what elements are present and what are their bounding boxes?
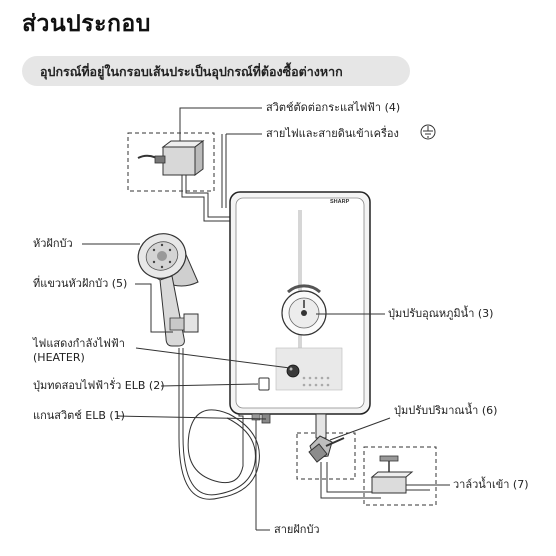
label-flow-knob: ปุ่มปรับปริมาณน้ำ (6) bbox=[394, 404, 498, 417]
shower-handle bbox=[159, 275, 185, 347]
label-holder: ที่แขวนหัวฝักบัว (5) bbox=[33, 277, 128, 290]
elb-test-button bbox=[258, 377, 270, 391]
label-hose: สายฝักบัว bbox=[274, 523, 320, 536]
switch-dashed-box bbox=[127, 132, 215, 192]
ground-symbol-icon bbox=[420, 124, 436, 140]
label-shower-head: หัวฝักบัว bbox=[33, 237, 73, 250]
label-heater-light-line1: ไฟแสดงกำลังไฟฟ้า bbox=[33, 337, 125, 350]
shower-hose bbox=[178, 348, 260, 500]
subtitle-bar bbox=[22, 56, 410, 86]
subtitle: อุปกรณ์ที่อยู่ในกรอบเส้นประเป็นอุปกรณ์ที… bbox=[40, 64, 343, 79]
inlet-valve bbox=[370, 455, 430, 494]
page-title: ส่วนประกอบ bbox=[22, 11, 151, 37]
label-cable: สายไฟและสายดินเข้าเครื่อง bbox=[266, 127, 399, 140]
heater-indicator-light bbox=[286, 364, 300, 378]
shower-head bbox=[137, 233, 199, 287]
power-cable bbox=[181, 175, 230, 222]
brand-logo: SHARP bbox=[330, 199, 350, 205]
label-switch: สวิตช์ตัดต่อกระแสไฟฟ้า (4) bbox=[266, 101, 401, 114]
label-elb-test: ปุ่มทดสอบไฟฟ้ารั่ว ELB (2) bbox=[33, 379, 165, 392]
water-pipe bbox=[320, 462, 381, 499]
flow-knob bbox=[308, 413, 345, 463]
inlet-valve-dashed-box bbox=[363, 446, 437, 506]
label-temp-knob: ปุ่มปรับอุณหภูมิน้ำ (3) bbox=[388, 307, 494, 320]
label-heater-light-line2: (HEATER) bbox=[33, 351, 85, 364]
label-elb-lever: แกนสวิตช์ ELB (1) bbox=[33, 409, 125, 422]
indicator-dots bbox=[302, 376, 330, 387]
label-inlet-valve: วาล์วน้ำเข้า (7) bbox=[453, 478, 529, 491]
breaker-switch bbox=[137, 140, 205, 176]
shower-holder bbox=[169, 313, 199, 333]
temperature-knob bbox=[281, 284, 327, 336]
